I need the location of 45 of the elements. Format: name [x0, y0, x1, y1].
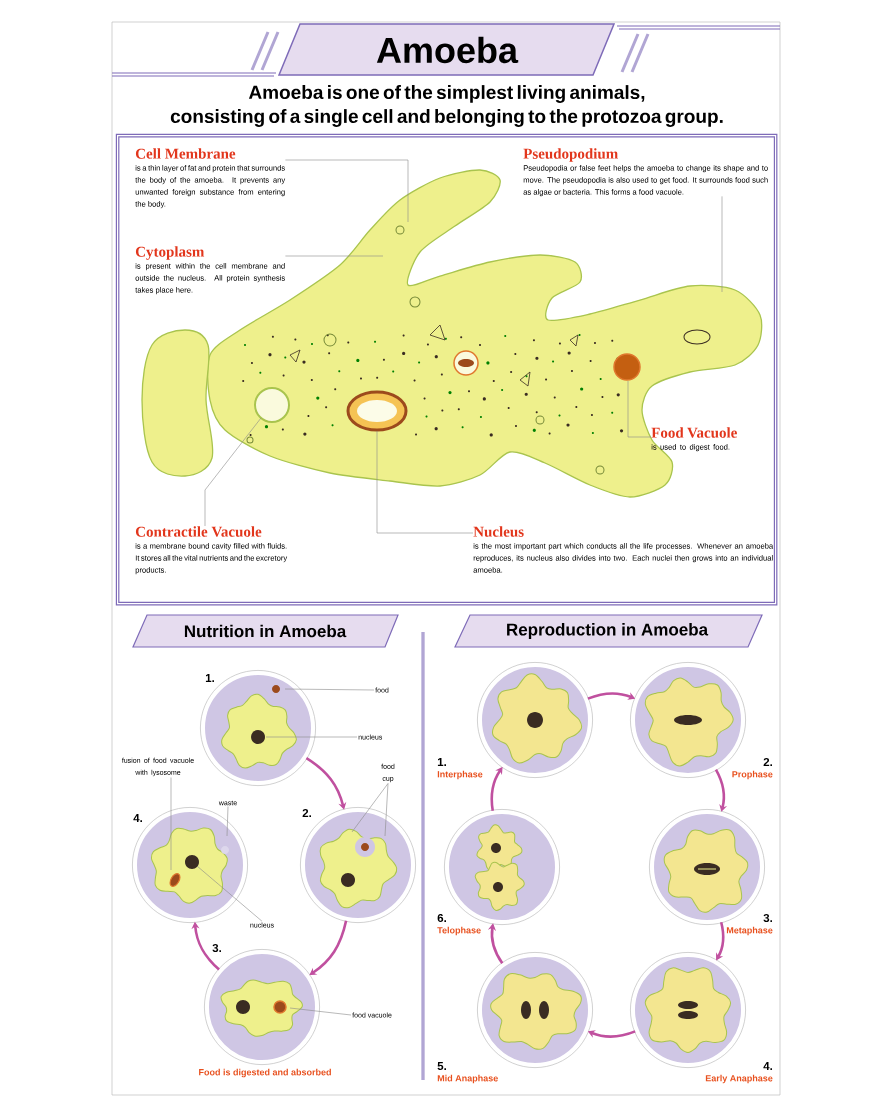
leader-line: [351, 783, 389, 833]
leader-line: [285, 255, 384, 257]
section-banner: Reproduction in Amoeba: [454, 614, 763, 648]
phase-label: Prophase: [732, 770, 773, 780]
leader-line: [721, 196, 723, 293]
part-heading: Cytoplasm: [135, 246, 205, 260]
step-number: 1.: [437, 758, 446, 766]
step-number: 2.: [763, 758, 772, 766]
step-number: 6.: [437, 913, 446, 923]
step-number: 3.: [212, 943, 221, 953]
leader-line: [384, 783, 389, 837]
step-caption: Food is digested and absorbed: [199, 1068, 331, 1078]
leader-line: [265, 736, 358, 738]
leader-line: [284, 688, 375, 691]
leader-line: [285, 159, 409, 223]
leader-line: [627, 380, 652, 438]
step-number: 5.: [437, 1062, 446, 1070]
phase-label: Telophase: [437, 926, 481, 936]
cycle-arrow: [487, 923, 504, 965]
section-banner: Nutrition in Amoeba: [132, 614, 399, 648]
phase-label: Mid Anaphase: [437, 1074, 498, 1084]
part-heading: Contractile Vacuole: [135, 526, 262, 537]
part-heading: Pseudopodium: [523, 148, 618, 162]
cycle-arrow: [714, 769, 728, 812]
leader-line: [226, 806, 229, 837]
phase-label: Metaphase: [726, 926, 773, 936]
step-number: 4.: [763, 1062, 772, 1070]
phase-label: Interphase: [437, 770, 483, 780]
leader-line: [289, 1007, 352, 1016]
leader-line: [204, 417, 262, 527]
cycle-arrow: [309, 920, 348, 976]
step-number: 1.: [205, 674, 214, 682]
part-heading: Cell Membrane: [135, 148, 236, 159]
part-heading: Nucleus: [473, 526, 524, 537]
intro-text: Amoeba is one of the simplest living animals, consisting of a single cell and belonging to the protozoa group.: [170, 85, 723, 127]
cycle-arrow: [305, 757, 347, 810]
part-heading: Food Vacuole: [651, 427, 737, 438]
phase-label: Early Anaphase: [705, 1074, 773, 1084]
diagram-frame: [115, 133, 778, 606]
leader-line: [376, 430, 474, 534]
step-number: 2.: [302, 809, 311, 817]
leader-line: [170, 777, 172, 871]
step-number: 3.: [763, 913, 772, 923]
leader-line: [196, 865, 263, 922]
step-number: 4.: [133, 814, 142, 822]
